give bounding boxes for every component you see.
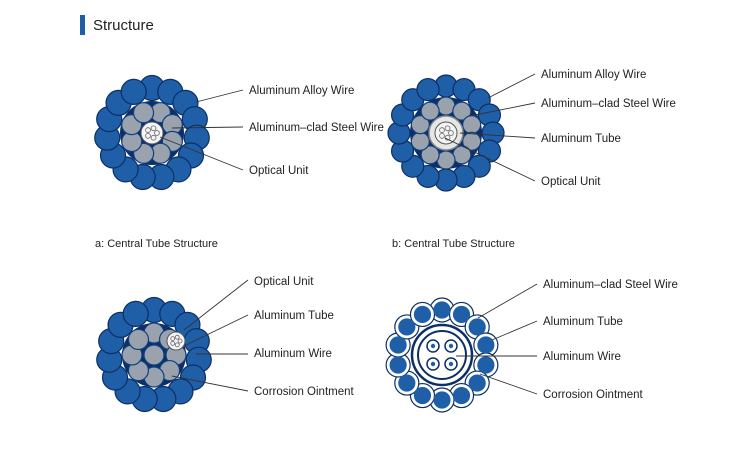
wire-core — [413, 305, 432, 324]
label-b-alloy-wire: Aluminum Alloy Wire — [541, 69, 646, 81]
diagram-b: Aluminum Alloy Wire Aluminum–clad Steel … — [387, 69, 676, 250]
steel-wire — [143, 344, 165, 366]
leader-line-d-1 — [477, 283, 538, 319]
steel-wire — [436, 96, 456, 116]
caption-b: b: Central Tube Structure — [392, 238, 515, 250]
label-b-optical-unit: Optical Unit — [541, 176, 601, 188]
leader-line-d-4 — [479, 373, 538, 395]
page-title: Structure — [93, 16, 154, 34]
steel-wire — [127, 328, 150, 351]
cable-cross-section-d — [385, 297, 499, 413]
wire-core — [389, 356, 407, 374]
steel-wire — [410, 131, 430, 151]
optical-fiber — [430, 361, 436, 367]
leader-line-c-4 — [171, 375, 249, 392]
wire-core — [477, 356, 495, 374]
leader-line-a-2 — [171, 126, 244, 129]
optical-fiber — [444, 125, 451, 132]
optical-fiber — [170, 341, 176, 346]
optical-fiber — [174, 342, 180, 348]
alloy-wire — [416, 77, 440, 102]
leader-line-c-1 — [183, 279, 249, 331]
caption-a: a: Central Tube Structure — [95, 238, 218, 250]
header-accent-bar — [80, 15, 85, 35]
leader-line-a-3 — [159, 136, 244, 171]
leader-line-b-2 — [469, 102, 536, 117]
wire-core — [433, 301, 451, 319]
leader-line-d-2 — [491, 320, 538, 341]
optical-unit — [434, 121, 458, 145]
optical-fiber — [154, 130, 160, 136]
label-a-alloy-wire: Aluminum Alloy Wire — [249, 85, 354, 97]
cable-cross-section-a — [94, 74, 210, 191]
steel-wire — [420, 145, 440, 165]
inner-tube — [417, 330, 467, 380]
label-c-aluminum-wire: Aluminum Wire — [254, 348, 332, 360]
wire-core — [389, 336, 407, 354]
label-c-corrosion-ointment: Corrosion Ointment — [254, 386, 355, 398]
optical-unit — [140, 121, 164, 145]
steel-wire — [462, 115, 482, 135]
optical-fiber — [448, 361, 454, 367]
wire-core — [398, 318, 416, 336]
label-b-steel-wire: Aluminum–clad Steel Wire — [541, 98, 676, 110]
optical-fiber — [150, 134, 157, 141]
label-d-steel-wire: Aluminum–clad Steel Wire — [543, 279, 678, 291]
wire-core — [468, 374, 486, 392]
wire-core — [452, 386, 471, 405]
label-d-aluminum-wire: Aluminum Wire — [543, 351, 621, 363]
optical-fiber — [170, 336, 176, 341]
diagram-c: Optical Unit Aluminum Tube Aluminum Wire… — [96, 276, 355, 413]
label-a-steel-wire: Aluminum–clad Steel Wire — [249, 122, 384, 134]
label-c-optical-unit: Optical Unit — [254, 276, 314, 288]
wire-core — [452, 305, 471, 324]
steel-wire — [420, 101, 440, 121]
label-d-aluminum-tube: Aluminum Tube — [543, 316, 623, 328]
optical-fiber — [177, 338, 183, 344]
diagram-d: Aluminum–clad Steel Wire Aluminum Tube A… — [385, 279, 678, 413]
steel-wire — [132, 102, 155, 124]
optical-fiber — [439, 127, 445, 133]
optical-fiber — [145, 127, 151, 133]
leader-line-c-2 — [185, 314, 249, 346]
leader-line-b-3 — [459, 132, 536, 139]
steel-wire — [452, 145, 472, 165]
wire-core — [398, 374, 416, 392]
cable-cross-section-c — [96, 296, 212, 413]
wire-core — [413, 386, 432, 405]
section-header: Structure — [80, 14, 154, 36]
steel-wire — [436, 150, 456, 170]
optical-fiber — [444, 134, 451, 141]
label-b-aluminum-tube: Aluminum Tube — [541, 133, 621, 145]
label-a-optical-unit: Optical Unit — [249, 165, 309, 177]
steel-wire — [410, 115, 430, 135]
alloy-wire — [120, 78, 147, 105]
optical-fiber — [439, 133, 445, 139]
leader-line-b-4 — [444, 137, 536, 182]
steel-wire — [452, 101, 472, 121]
leader-line-b-1 — [487, 73, 536, 99]
optical-fiber — [145, 133, 151, 139]
wire-core — [477, 336, 495, 354]
optical-unit — [166, 331, 186, 351]
label-c-aluminum-tube: Aluminum Tube — [254, 310, 334, 322]
wire-core — [468, 318, 486, 336]
optical-fiber — [430, 343, 436, 349]
optical-fiber — [174, 334, 180, 340]
optical-fiber — [448, 343, 454, 349]
diagram-a: Aluminum Alloy Wire Aluminum–clad Steel … — [94, 74, 384, 250]
cable-cross-section-b — [387, 74, 505, 192]
label-d-corrosion-ointment: Corrosion Ointment — [543, 389, 644, 401]
alloy-wire — [122, 300, 149, 327]
optical-fiber — [150, 125, 157, 132]
optical-fiber — [448, 130, 454, 136]
leader-line-a-1 — [195, 89, 244, 103]
wire-core — [433, 391, 451, 409]
